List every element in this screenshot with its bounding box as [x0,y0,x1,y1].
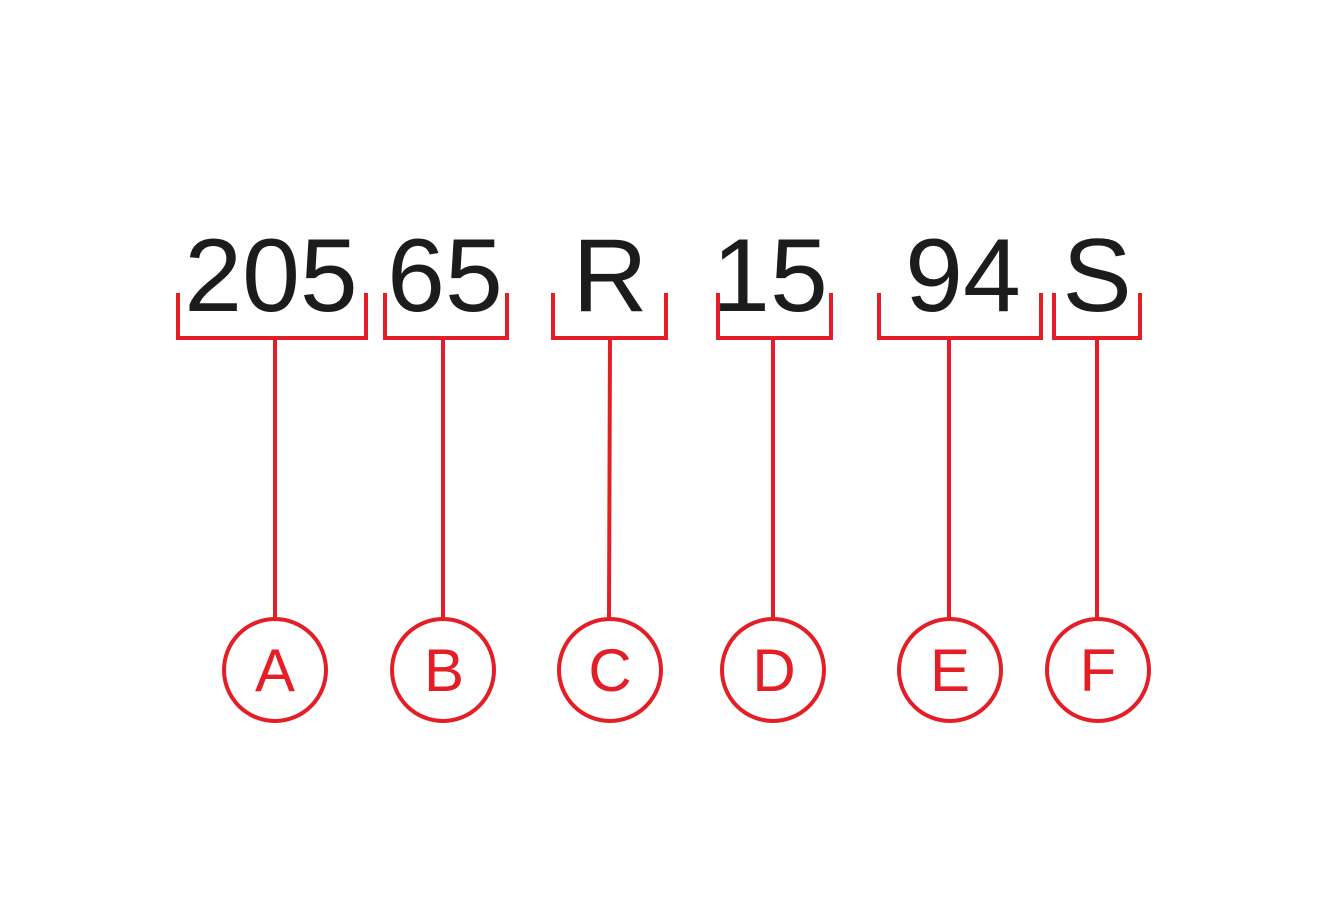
marker-label-c: C [588,637,631,704]
segment-a: 205 A [176,218,368,723]
marker-circle-f [1045,617,1151,723]
segment-code-d: 15 [712,218,828,334]
marker-circle-b [390,617,496,723]
segment-code-c: R [572,218,647,334]
segment-d: 15 D [712,218,833,723]
segment-code-a: 205 [184,218,358,334]
marker-label-e: E [930,637,970,704]
segment-code-b: 65 [387,218,503,334]
marker-circle-d [720,617,826,723]
marker-label-d: D [752,637,795,704]
segment-e: 94 E [877,218,1043,723]
leader-line-c [607,337,612,619]
marker-label-a: A [255,637,295,704]
bracket-b [383,293,509,340]
bracket-a [176,293,368,340]
segment-f: S F [1045,218,1151,723]
segment-code-f: S [1062,218,1131,334]
marker-circle-a [222,617,328,723]
marker-label-b: B [424,637,464,704]
segment-c: R C [551,218,668,723]
marker-label-f: F [1080,637,1117,704]
marker-circle-e [897,617,1003,723]
segment-b: 65 B [383,218,509,723]
segment-code-e: 94 [905,218,1021,334]
marker-circle-c [557,617,663,723]
bracket-e [877,293,1043,340]
